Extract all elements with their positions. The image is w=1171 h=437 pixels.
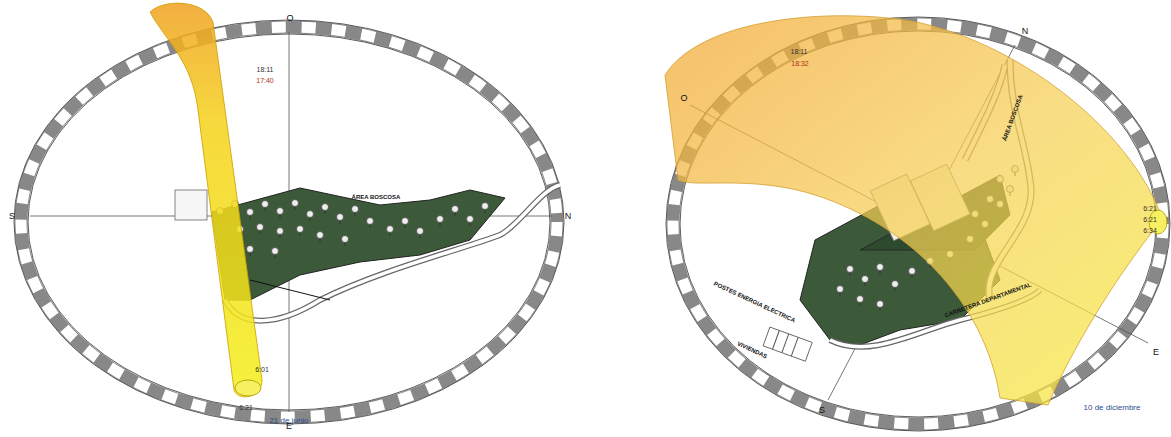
date-caption: 10 de diciembre [1084,404,1141,412]
time-mark: 17:40 [256,77,274,84]
compass-letter: E [1153,348,1159,357]
compass-letter: N [565,212,572,221]
time-mark: 6:01 [255,366,269,373]
area-label: ÁREA BOSCOSA [352,194,401,200]
compass-letter: S [819,406,825,415]
time-mark: 6:21 [239,404,253,411]
time-mark: 6:34 [1143,227,1157,234]
time-mark: 18:11 [257,66,274,73]
time-mark: 6:21 [1143,205,1157,212]
date-caption: 21 de junio [269,417,308,425]
compass-letter: O [680,94,687,103]
area-label: POSTES ENERGIA ELECTRICA [713,280,796,323]
time-mark: 6:21 [1143,216,1157,223]
compass-letter: S [9,212,15,221]
time-mark: 18:11 [791,48,808,55]
compass-letter: N [1022,27,1029,36]
time-mark: 18:32 [791,60,809,67]
compass-letter: O [286,14,293,23]
